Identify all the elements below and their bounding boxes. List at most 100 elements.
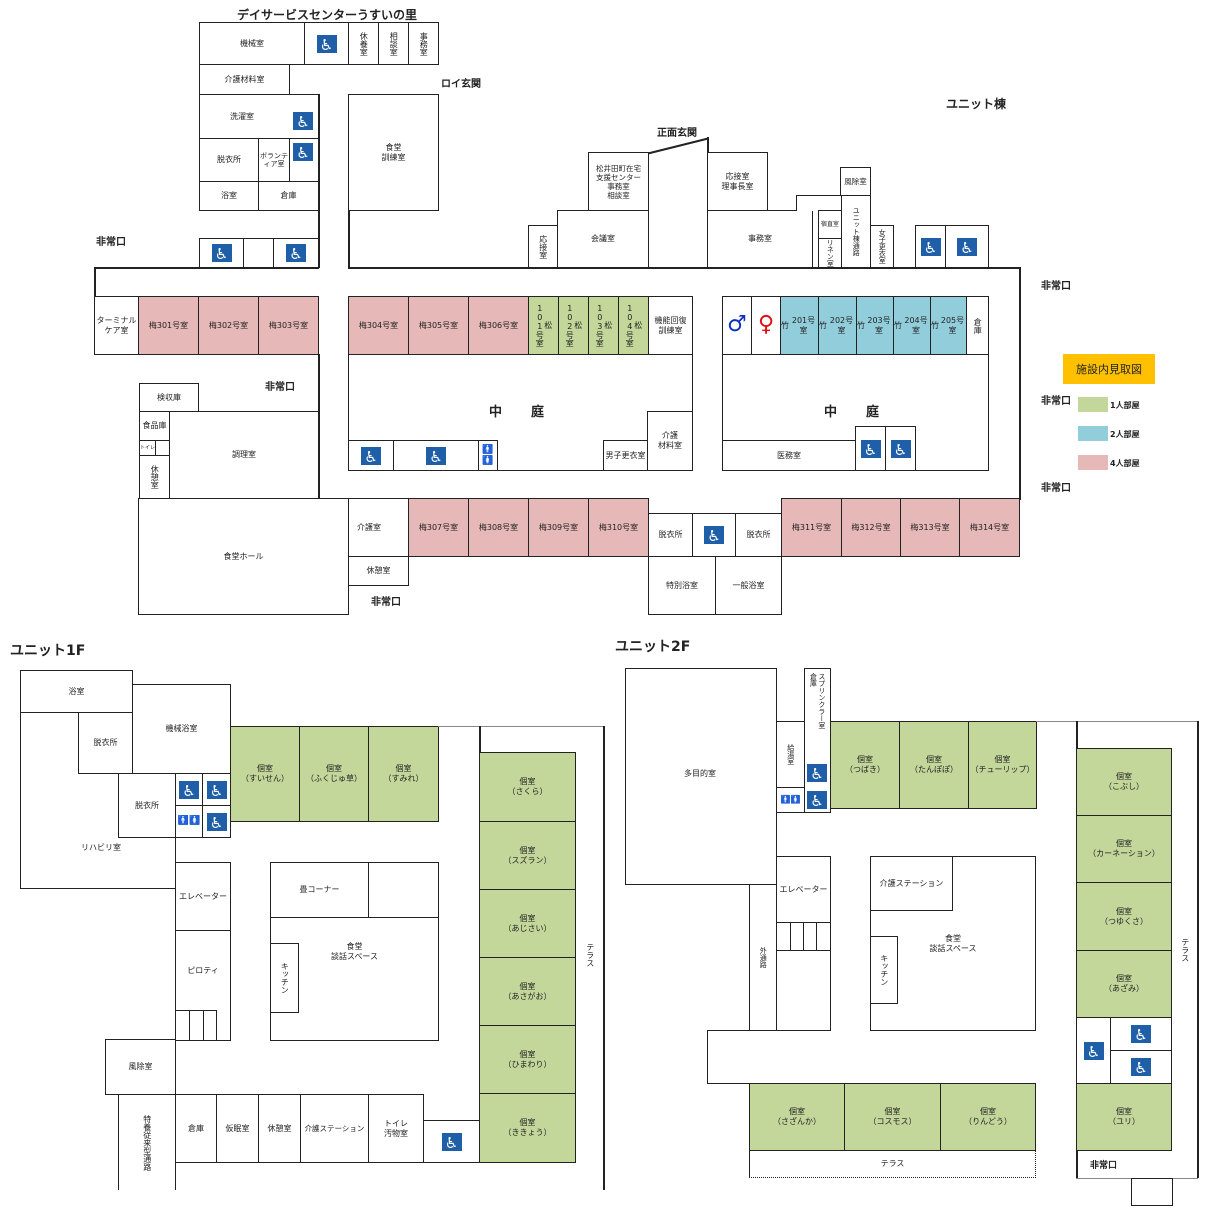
break-room-2: 休憩室 [348, 556, 409, 586]
private-room: 個室 （すいせん） [230, 726, 300, 822]
dressing-room: 脱衣所 [735, 513, 782, 557]
terminal-care-room: ターミナル ケア室 [94, 296, 139, 355]
break-room: 休憩室 [258, 1094, 301, 1163]
machine-bath: 機械浴室 [132, 684, 231, 774]
dressing-room: 脱衣所 [648, 513, 693, 557]
toilet-icon: 🚹🚺 [776, 787, 805, 813]
linen-room: リネン室 [818, 238, 842, 268]
accessible-toilet: ♿ [885, 426, 916, 471]
accessible-toilet: ♿ [1076, 1017, 1111, 1084]
private-room: 個室 （スズラン） [479, 821, 576, 890]
wheelchair-icon: ♿ [285, 243, 307, 263]
day-entrance-label: ロイ玄関 [441, 79, 481, 90]
accessible-toilet: ♿ [393, 440, 479, 471]
accessible-toilet: ♿ [202, 773, 231, 806]
kitchen-room: 調理室 [169, 411, 319, 499]
accessible-toilet: ♿ [915, 225, 946, 268]
machine-room: 機械室 [199, 22, 305, 65]
terrace: テラス [749, 1150, 1036, 1178]
private-room: 個室 （つゆくさ） [1076, 882, 1172, 951]
reception-room: 応接室 [528, 225, 558, 268]
room-102: 102号室松 [558, 296, 589, 355]
storage-box [368, 862, 439, 918]
accessible-toilet: ♿ [175, 773, 203, 806]
matsuida-support-center: 松井田町在宅 支援センター 事務室 相談室 [588, 152, 649, 211]
wheelchair-icon: ♿ [315, 33, 338, 54]
tatami-corner: 畳コーナー [270, 862, 369, 918]
private-room: 個室 （ユリ） [1076, 1083, 1172, 1151]
private-room: 個室 （すみれ） [368, 726, 439, 822]
toilet-booth [243, 238, 274, 268]
emergency-exit-label: 非常口 [1090, 1161, 1118, 1171]
accessible-toilet: ♿ [692, 513, 736, 557]
break-room: 休憩室 [139, 455, 170, 499]
wheelchair-icon: ♿ [292, 111, 314, 131]
accessible-toilet: ♿ [1110, 1017, 1172, 1051]
private-room: 個室 （りんどう） [940, 1083, 1036, 1151]
wheelchair-icon: ♿ [360, 445, 382, 466]
storage-room: 倉庫 [175, 1094, 217, 1163]
terrace-label: テラス [585, 943, 595, 967]
wheelchair-icon: ♿ [919, 236, 942, 257]
medical-room: 医務室 [722, 440, 856, 471]
wheelchair-icon: ♿ [425, 445, 447, 466]
wheelchair-icon: ♿ [178, 779, 200, 800]
care-materials-room-2: 介護 材料室 [647, 411, 693, 471]
wheelchair-icon: ♿ [1130, 1024, 1152, 1044]
emergency-exit-label: 非常口 [1041, 281, 1071, 292]
private-room: 個室 （つばき） [830, 721, 900, 809]
corridor-end [707, 1030, 750, 1084]
storage-room: 倉庫 [966, 296, 989, 355]
stair-step [776, 922, 791, 951]
women-toilet-icon: ♀ [751, 296, 781, 355]
accessible-toilet: ♿ [855, 426, 886, 471]
general-bath: 一般浴室 [715, 556, 782, 615]
legend-label: 1人部屋 [1110, 401, 1140, 410]
men-locker-room: 男子更衣室 [603, 440, 648, 471]
consult-room: 相談室 [378, 22, 409, 65]
legend-title: 施設内見取図 [1063, 354, 1155, 384]
legend-swatch-quad [1078, 455, 1108, 470]
storage-room: 倉庫 [258, 181, 319, 211]
dining-training-room: 食堂 訓練室 [348, 94, 439, 211]
accessible-toilet: ♿ [348, 440, 394, 471]
wheelchair-icon: ♿ [889, 438, 912, 459]
private-room: 個室 （カーネーション） [1076, 815, 1172, 883]
private-room: 個室 （ひまわり） [479, 1025, 576, 1094]
legend-label: 4人部屋 [1110, 459, 1140, 468]
wheelchair-icon: ♿ [956, 236, 978, 257]
accessible-toilet: ♿ [945, 225, 989, 268]
room-101: 101号室松 [528, 296, 559, 355]
rehab-training-room: 機能回復 訓練室 [648, 296, 693, 355]
food-storage: 食品庫 [139, 411, 170, 441]
toilet-icon: 🚹🚺 [175, 805, 203, 838]
outer-passage: 外通路 [749, 884, 777, 1031]
toilet-room: トイレ [139, 440, 156, 456]
kitchenette: キッチン [870, 936, 898, 1004]
private-room: 個室 （たんぽぽ） [899, 721, 969, 809]
legend-swatch-double [1078, 426, 1108, 441]
wheelchair-icon: ♿ [205, 779, 228, 800]
small-office: 事務室 [408, 22, 439, 65]
wheelchair-icon: ♿ [210, 243, 233, 263]
women-locker-room: 女子更衣室 [870, 225, 894, 268]
inspection-room: 検収庫 [139, 383, 199, 412]
accessible-toilet: ♿ [199, 238, 244, 268]
wheelchair-icon: ♿ [292, 142, 314, 162]
legend-swatch-single [1078, 397, 1108, 412]
windbreak-room: 風除室 [105, 1039, 176, 1095]
accessible-toilet: ♿ [423, 1120, 480, 1163]
accessible-toilet: ♿ [1110, 1050, 1172, 1084]
facility-title: デイサービスセンターうすいの里 [237, 8, 418, 22]
